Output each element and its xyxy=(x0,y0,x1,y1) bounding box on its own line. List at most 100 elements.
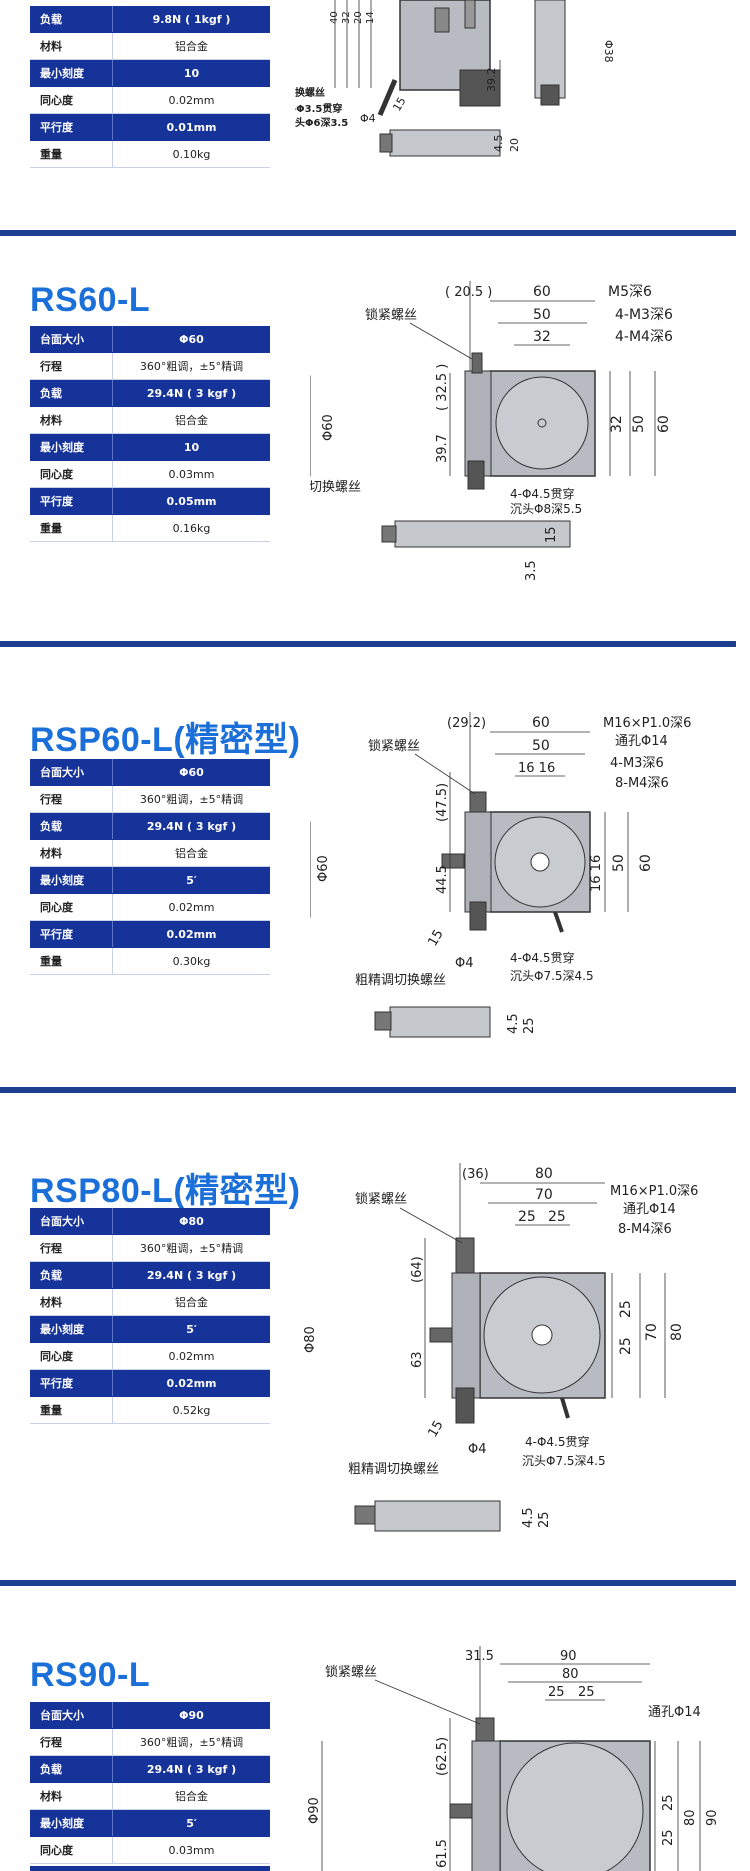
spec-label: 负载 xyxy=(30,1261,113,1289)
hole-note: 4-Φ3.5贯穿 xyxy=(295,102,342,115)
dim-label: 4.5 xyxy=(492,135,505,153)
hole-note: 沉头Φ7.5深4.5 xyxy=(510,969,594,983)
spec-label: 重量 xyxy=(30,514,113,542)
dim-label: 50 xyxy=(611,854,627,872)
dim-label: (47.5) xyxy=(435,783,450,822)
dim-label: 25 xyxy=(548,1209,566,1225)
dim-label: 4.5 xyxy=(521,1507,536,1528)
through-note: 通孔Φ14 xyxy=(648,1705,701,1720)
dim-label: 80 xyxy=(669,1323,685,1341)
spec-label: 材料 xyxy=(30,32,113,60)
dim-label: Φ90 xyxy=(307,1797,322,1824)
spec-value: 360°粗调，±5°精调 xyxy=(112,785,270,813)
tap-note: 4-M3深6 xyxy=(615,307,673,323)
through-note: 通孔Φ14 xyxy=(623,1202,676,1217)
dim-label: 61.5 xyxy=(435,1839,450,1868)
section-separator xyxy=(0,1087,736,1093)
tap-note: 4-M3深6 xyxy=(610,756,664,771)
dim-label: 50 xyxy=(533,307,551,323)
spec-value: 9.8N ( 1kgf ) xyxy=(112,6,270,33)
switch-screw-label: 粗精调切换螺丝 xyxy=(355,973,446,988)
spec-label: 最小刻度 xyxy=(30,1809,113,1837)
dim-label: 25 xyxy=(548,1685,565,1700)
section-separator xyxy=(0,1580,736,1586)
spec-label: 材料 xyxy=(30,1288,113,1316)
spec-value: 0.16kg xyxy=(112,514,270,542)
dim-label: Φ60 xyxy=(321,414,336,441)
spec-label: 行程 xyxy=(30,352,113,380)
spec-value: Φ80 xyxy=(112,1208,270,1235)
dim-label: 25 xyxy=(618,1337,634,1355)
dim-label: Φ60 xyxy=(316,855,331,882)
technical-drawing: (36) 80 70 25 25 M16×P1.0深6 通孔Φ14 8-M4深6… xyxy=(303,1163,698,1532)
dim-label: (62.5) xyxy=(435,1737,450,1776)
dim-label: ( 32.5 ) xyxy=(435,364,450,411)
dim-label: Φ80 xyxy=(303,1326,318,1353)
spec-label: 台面大小 xyxy=(30,326,113,353)
technical-drawing: 40 32 20 14 39.2 15 Φ4 粗精调切换螺丝 4-Φ3.5贯穿 … xyxy=(295,0,615,157)
dim-label: 4.5 xyxy=(506,1013,521,1034)
spec-label: 台面大小 xyxy=(30,1702,113,1729)
spec-value: 0.02mm xyxy=(112,920,270,948)
dim-label: 15 xyxy=(425,1418,446,1440)
lock-screw-label: 锁紧螺丝 xyxy=(355,1191,407,1207)
spec-row: 材料铝合金 xyxy=(30,839,270,867)
product-title: RS90-L xyxy=(30,1656,151,1694)
hole-note: 4-Φ4.5贯穿 xyxy=(525,1434,590,1449)
spec-value: 360°粗调，±5°精调 xyxy=(112,352,270,380)
spec-row-partial xyxy=(30,1866,270,1871)
spec-row: 材料铝合金 xyxy=(30,406,270,434)
dim-label: Φ4 xyxy=(468,1442,487,1457)
dim-label: (36) xyxy=(462,1167,489,1182)
dim-label: 25 xyxy=(661,1829,676,1846)
spec-label: 重量 xyxy=(30,140,113,168)
dim-label: 60 xyxy=(656,415,672,433)
product-title: RSP80-L(精密型) xyxy=(30,1172,301,1210)
dim-label: 15 xyxy=(425,927,446,949)
spec-row: 材料铝合金 xyxy=(30,1288,270,1316)
spec-label: 同心度 xyxy=(30,460,113,488)
spec-label: 负载 xyxy=(30,1755,113,1783)
spec-value: 10 xyxy=(112,433,270,461)
spec-label: 材料 xyxy=(30,406,113,434)
dim-label: 70 xyxy=(644,1323,660,1341)
spec-value: 10 xyxy=(112,59,270,87)
spec-value: 0.02mm xyxy=(112,893,270,921)
spec-label: 平行度 xyxy=(30,487,113,515)
spec-value: 29.4N ( 3 kgf ) xyxy=(112,1755,270,1783)
spec-label: 平行度 xyxy=(30,113,113,141)
spec-label: 行程 xyxy=(30,785,113,813)
dim-label: ( 20.5 ) xyxy=(445,285,492,300)
spec-value: 铝合金 xyxy=(112,1288,270,1316)
dim-label: 50 xyxy=(532,738,550,754)
spec-label: 平行度 xyxy=(30,1369,113,1397)
hole-note: 4-Φ4.5贯穿 xyxy=(510,950,575,965)
spec-value: Φ90 xyxy=(112,1702,270,1729)
dim-label: 39.7 xyxy=(435,434,450,463)
spec-value: 铝合金 xyxy=(112,1782,270,1810)
technical-drawing: ( 20.5 ) 60 50 32 M5深6 4-M3深6 4-M4深6 锁紧螺… xyxy=(310,281,673,581)
section-separator xyxy=(0,641,736,647)
dim-label: 25 xyxy=(661,1794,676,1811)
dim-label: 60 xyxy=(532,715,550,731)
lock-screw-label: 锁紧螺丝 xyxy=(368,738,420,754)
hole-note: 沉头Φ8深5.5 xyxy=(510,502,582,516)
dim-label: 25 xyxy=(618,1300,634,1318)
